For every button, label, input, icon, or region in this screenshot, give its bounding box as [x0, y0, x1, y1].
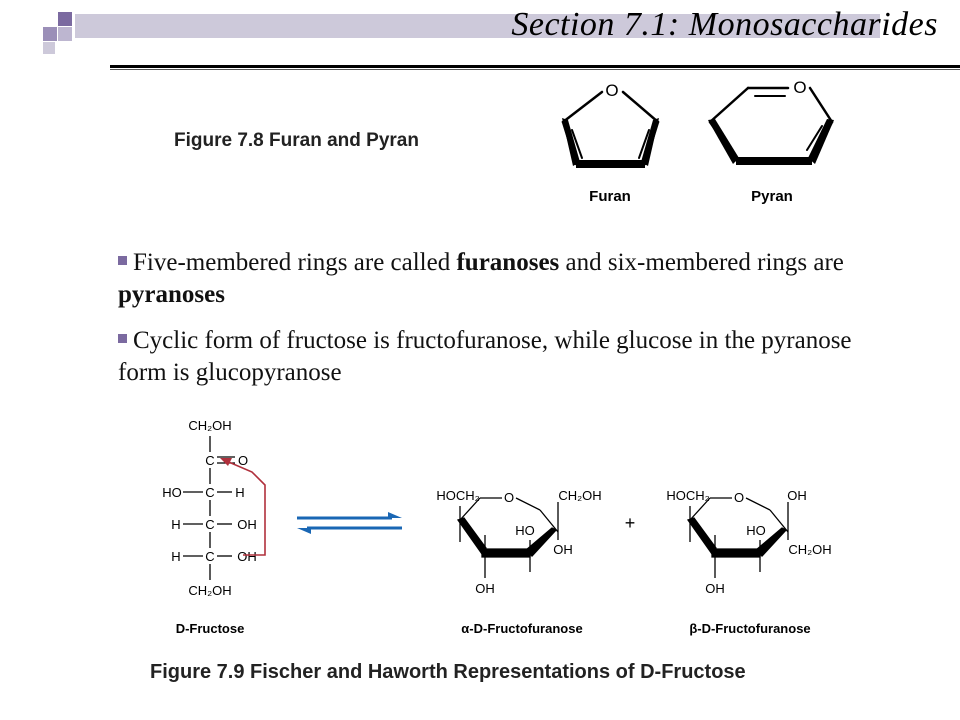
bullet-item: Cyclic form of fructose is fructofuranos…: [118, 325, 898, 389]
figure-7-9-caption: Figure 7.9 Fischer and Haworth Represent…: [150, 661, 746, 683]
title-bar: [75, 14, 880, 38]
alpha-ho: HO: [515, 523, 535, 538]
fischer-bottom: CH₂OH: [188, 583, 231, 598]
fischer-top: CH₂OH: [188, 418, 231, 433]
fischer-h3: H: [171, 549, 180, 564]
bullet-list: Five-membered rings are called furanoses…: [118, 247, 898, 403]
fischer-label: D-Fructose: [176, 621, 245, 636]
arrow-head-icon: [220, 458, 232, 466]
page-title: Section 7.1: Monosaccharides: [511, 6, 938, 43]
furan-structure: [561, 90, 660, 168]
fischer-c1: C: [205, 453, 214, 468]
alpha-hoch2: HOCH₂: [436, 488, 479, 503]
fischer-c3: C: [205, 517, 214, 532]
alpha-haworth-ring: [456, 497, 559, 578]
cyclization-arrow: [223, 459, 266, 556]
term-pyranoses: pyranoses: [118, 281, 225, 308]
fischer-projection: [183, 436, 235, 580]
beta-ring-o: O: [734, 490, 744, 505]
bullet-text: Cyclic form of fructose is fructofuranos…: [118, 327, 852, 386]
bullet-square-icon: [118, 334, 127, 343]
beta-hoch2: HOCH₂: [666, 488, 709, 503]
plus-sign: +: [625, 513, 636, 533]
bullet-square-icon: [118, 256, 127, 265]
alpha-ring-o: O: [504, 490, 514, 505]
fischer-oh1: OH: [237, 517, 257, 532]
fischer-o: O: [238, 453, 248, 468]
pyran-structure: [708, 86, 834, 165]
figure-7-8-caption: Figure 7.8 Furan and Pyran: [174, 130, 419, 151]
beta-oh-bottom: OH: [705, 581, 725, 596]
fischer-c4: C: [205, 549, 214, 564]
beta-oh-top: OH: [787, 488, 807, 503]
furan-pyran-figure: O Furan O Pyran: [561, 78, 834, 205]
bullet-text: Five-membered rings are called: [133, 249, 457, 276]
bullet-text: and six-membered rings are: [559, 249, 844, 276]
title-divider-thin: [110, 69, 960, 70]
fischer-oh2: OH: [237, 549, 257, 564]
furan-oxygen: O: [605, 81, 618, 100]
equilibrium-arrows-icon: [297, 512, 402, 534]
title-divider: [110, 65, 960, 68]
fructose-figure: CH₂OH C O HO C H H C OH H C OH CH₂OH D-F…: [162, 418, 831, 636]
beta-ho: HO: [746, 523, 766, 538]
beta-label: β-D-Fructofuranose: [689, 621, 810, 636]
bullet-item: Five-membered rings are called furanoses…: [118, 247, 898, 311]
alpha-label: α-D-Fructofuranose: [461, 621, 582, 636]
beta-ch2oh: CH₂OH: [788, 542, 831, 557]
term-furanoses: furanoses: [456, 249, 560, 276]
fischer-ho: HO: [162, 485, 182, 500]
alpha-oh-anomeric: OH: [553, 542, 573, 557]
fischer-h1: H: [235, 485, 244, 500]
fischer-c2: C: [205, 485, 214, 500]
pyran-label: Pyran: [751, 188, 793, 205]
pyran-oxygen: O: [793, 78, 806, 97]
furan-label: Furan: [589, 188, 631, 205]
beta-haworth-ring: [686, 497, 789, 578]
fischer-h2: H: [171, 517, 180, 532]
alpha-oh-bottom: OH: [475, 581, 495, 596]
alpha-ch2oh: CH₂OH: [558, 488, 601, 503]
